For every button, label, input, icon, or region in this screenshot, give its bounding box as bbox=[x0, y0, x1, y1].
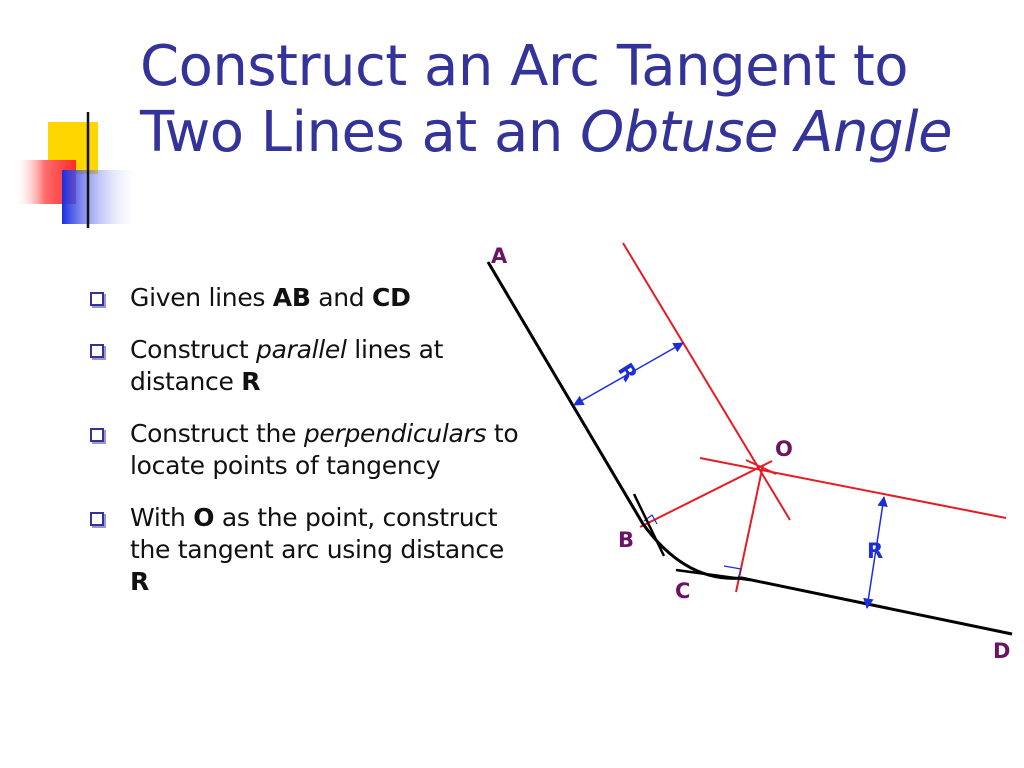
title-decoration bbox=[14, 112, 1024, 228]
tangent-arc-path bbox=[486, 261, 1013, 636]
checkbox-bullet-icon bbox=[90, 344, 104, 358]
bullet-text: With bbox=[130, 503, 194, 532]
label-b: B bbox=[618, 528, 634, 552]
title-line-1: Construct an Arc Tangent to bbox=[140, 34, 909, 99]
bullet-bold: R bbox=[241, 367, 261, 396]
checkbox-bullet-icon bbox=[90, 292, 104, 306]
label-o: O bbox=[775, 437, 793, 461]
center-cross-mark bbox=[745, 459, 777, 475]
label-a: A bbox=[491, 244, 508, 268]
label-r-top: R bbox=[613, 359, 642, 385]
bullet-text: Construct bbox=[130, 335, 257, 364]
label-r-bottom: R bbox=[867, 539, 883, 563]
bullet-text: to locate points of tangency bbox=[130, 419, 519, 480]
title-line-2: Two Lines at an Obtuse Angle bbox=[140, 100, 1000, 166]
bullet-bold: AB bbox=[272, 283, 311, 312]
label-c: C bbox=[675, 579, 690, 603]
parallel-line-to-cd bbox=[699, 457, 1007, 519]
bullet-item: Construct the perpendiculars to locate p… bbox=[90, 418, 520, 482]
bullet-text: as the point, construct the tangent arc … bbox=[130, 503, 504, 564]
bullet-bold: R bbox=[130, 567, 149, 596]
bullet-text: lines at distance bbox=[130, 335, 444, 396]
bullet-bold: CD bbox=[372, 283, 411, 312]
distance-r-arrow-bottom bbox=[863, 495, 888, 610]
title-line-2-italic: Obtuse Angle bbox=[580, 100, 953, 165]
bullet-text: and bbox=[310, 283, 373, 312]
bullet-item: With O as the point, construct the tange… bbox=[90, 502, 520, 598]
distance-r-arrow-top bbox=[573, 342, 684, 406]
blue-square bbox=[62, 170, 140, 224]
bullet-item: Construct parallel lines at distance R bbox=[90, 334, 520, 398]
parallel-line-to-ab bbox=[622, 242, 791, 521]
checkbox-bullet-icon bbox=[90, 428, 104, 442]
right-angle-marker-c bbox=[723, 565, 742, 580]
bullet-text: Construct the bbox=[130, 419, 304, 448]
bullet-text: Given lines bbox=[130, 283, 273, 312]
bullet-item: Given lines AB and CD bbox=[90, 282, 520, 314]
tangent-tick-b bbox=[632, 493, 666, 557]
label-d: D bbox=[993, 639, 1010, 663]
bullet-italic: perpendiculars bbox=[303, 419, 487, 448]
bullet-list: Given lines AB and CD Construct parallel… bbox=[90, 282, 520, 618]
checkbox-bullet-icon bbox=[90, 512, 104, 526]
bullet-italic: parallel bbox=[256, 335, 347, 364]
perpendicular-to-ab bbox=[639, 460, 773, 528]
slide-title: Construct an Arc Tangent to Two Lines at… bbox=[140, 34, 1000, 166]
title-line-2-text: Two Lines at an bbox=[140, 100, 581, 165]
tangent-tick-c bbox=[675, 568, 751, 582]
bullet-bold: O bbox=[193, 503, 215, 532]
